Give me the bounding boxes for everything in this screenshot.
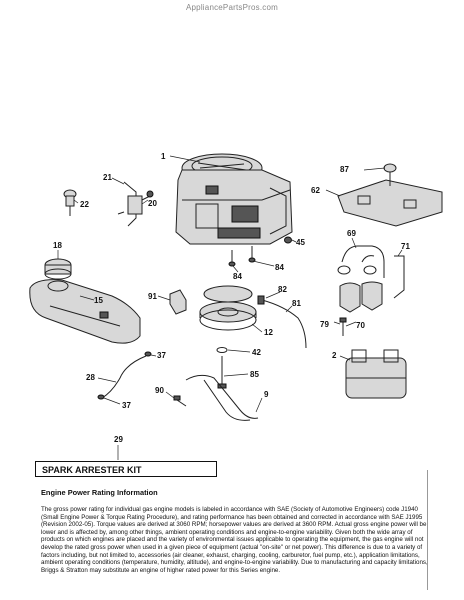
callout-62: 62 <box>311 186 320 195</box>
callout-91: 91 <box>148 292 157 301</box>
bolt-90 <box>173 395 187 407</box>
callout-37a: 37 <box>157 351 166 360</box>
callout-2: 2 <box>332 351 337 360</box>
callout-84b: 84 <box>275 263 284 272</box>
oil-drain-hose <box>257 295 307 349</box>
fuel-tank <box>29 279 141 344</box>
spark-arrester-kit-label: SPARK ARRESTER KIT <box>42 465 142 475</box>
fuel-cap <box>44 258 72 280</box>
callout-84a: 84 <box>233 272 242 281</box>
callout-1: 1 <box>161 152 166 161</box>
callout-81: 81 <box>292 299 301 308</box>
ignition-key <box>63 189 77 216</box>
watermark: AppliancePartsPros.com <box>186 3 278 12</box>
exhaust-manifold <box>337 245 405 313</box>
callout-28: 28 <box>86 373 95 382</box>
callout-82: 82 <box>278 285 287 294</box>
exploded-parts-diagram: 1 21 22 20 87 62 18 15 45 84 84 69 71 91… <box>29 152 443 460</box>
throttle-control <box>117 181 154 227</box>
pulley-bolt <box>216 347 228 389</box>
callout-90: 90 <box>155 386 164 395</box>
callout-22: 22 <box>80 200 89 209</box>
callout-45: 45 <box>296 238 305 247</box>
callout-85: 85 <box>250 370 259 379</box>
engine <box>175 153 293 245</box>
callout-37b: 37 <box>122 401 131 410</box>
callout-69: 69 <box>347 229 356 238</box>
callout-87: 87 <box>340 165 349 174</box>
callout-79: 79 <box>320 320 329 329</box>
bracket <box>337 179 443 227</box>
callout-12: 12 <box>264 328 273 337</box>
muffler <box>345 349 407 399</box>
callout-9: 9 <box>264 390 269 399</box>
callout-labels: 1 21 22 20 87 62 18 15 45 84 84 69 71 91… <box>53 152 410 444</box>
engine-pulley <box>199 285 257 331</box>
callout-18: 18 <box>53 241 62 250</box>
spark-arrester-kit-box: SPARK ARRESTER KIT <box>35 461 217 477</box>
callout-29: 29 <box>114 435 123 444</box>
page-edge-divider <box>427 470 428 590</box>
callout-42: 42 <box>252 348 261 357</box>
callout-21: 21 <box>103 173 112 182</box>
fuel-line <box>97 351 152 400</box>
callout-15: 15 <box>94 296 103 305</box>
spacer <box>169 289 187 315</box>
rating-text: The gross power rating for individual ga… <box>41 506 428 574</box>
callout-70: 70 <box>356 321 365 330</box>
control-rod <box>185 374 259 421</box>
bolt-79 <box>339 317 347 336</box>
leader-lines <box>57 155 403 460</box>
rating-title: Engine Power Rating Information <box>41 488 158 497</box>
callout-20: 20 <box>148 199 157 208</box>
callout-71: 71 <box>401 242 410 251</box>
